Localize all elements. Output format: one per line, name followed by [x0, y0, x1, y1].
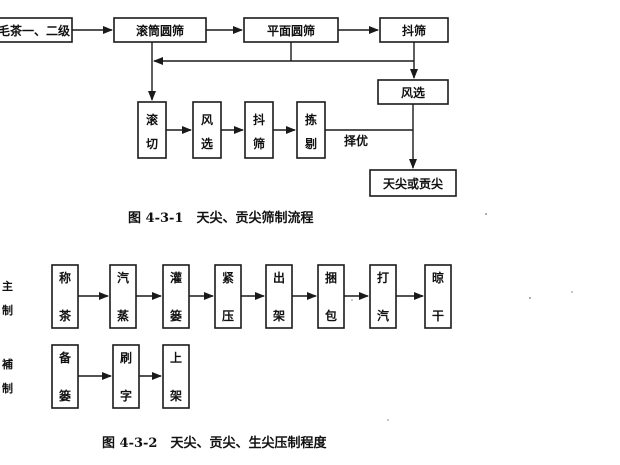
row2-box-3: [162, 344, 190, 409]
diagram2: 主 制 称 茶 汽 蒸 灌 篓 紧 压 出 架 捆 包 打 汽 晾 干: [1, 264, 452, 451]
scan-speck: [485, 213, 487, 215]
row1-side-2: 制: [2, 303, 13, 317]
row2-box-1-char-2: 篓: [59, 388, 71, 403]
row2-box-2-char-2: 字: [120, 388, 132, 403]
row1-box-8-char-2: 干: [432, 309, 444, 323]
gun-qie-char-1: 滚: [146, 112, 159, 127]
scan-speck: [387, 419, 389, 421]
gun-qie-char-2: 切: [146, 137, 158, 151]
feng-xuan-small-char-1: 风: [201, 113, 213, 127]
scan-speck: [571, 291, 573, 293]
final-box: [369, 169, 457, 197]
row1-box-2-char-2: 蒸: [117, 308, 129, 323]
row2-box-2-char-1: 刷: [120, 351, 132, 365]
dou-shai-small-box: [244, 101, 274, 159]
row1-box-3-char-1: 灌: [169, 270, 182, 285]
gun-yuan-label: 滚筒圆筛: [136, 23, 184, 38]
dou-shai-small-char-2: 筛: [253, 136, 265, 151]
feng-xuan-label: 风选: [401, 85, 425, 100]
row1-box-7-char-1: 打: [377, 270, 389, 285]
start-label: 毛茶一、二级: [0, 23, 70, 38]
row1-box-6: [317, 264, 345, 329]
row1-box-8: [424, 264, 452, 329]
row2-box-1: [51, 344, 79, 409]
row1-box-1-char-2: 茶: [58, 308, 72, 323]
scan-speck: [351, 299, 353, 301]
row1-box-4-char-1: 紧: [222, 270, 234, 285]
row2-box-2: [112, 344, 140, 409]
diagram1: 毛茶一、二级 滚筒圆筛 平面圆筛 抖筛 风选 滚 切 风 选 抖 筛: [0, 17, 457, 226]
dou-shai-small-char-1: 抖: [253, 112, 265, 127]
dou-shai-box: [379, 17, 449, 43]
caption-1: 图 4-3-1 天尖、贡尖筛制流程: [128, 210, 313, 226]
row1-box-4-char-2: 压: [222, 309, 234, 323]
jian-ti-char-1: 拣: [305, 112, 317, 127]
row2-side-1: 補: [1, 357, 13, 371]
row1-box-7-char-2: 汽: [377, 308, 389, 323]
choose-label: 择优: [344, 133, 368, 148]
caption-2: 图 4-3-2 天尖、贡尖、生尖压制程度: [102, 435, 327, 451]
row2-box-1-char-1: 备: [58, 350, 72, 365]
row1-box-3-char-2: 篓: [170, 308, 182, 323]
row1-box-6-char-2: 包: [324, 308, 337, 323]
dou-shai-label: 抖筛: [402, 23, 426, 38]
row1-box-6-char-1: 捆: [325, 270, 337, 285]
gun-qie-box: [137, 101, 167, 159]
row1-box-5-char-1: 出: [273, 270, 285, 285]
row2-side-2: 制: [2, 381, 13, 395]
gun-yuan-box: [113, 17, 207, 43]
row1-box-1-char-1: 称: [59, 270, 71, 285]
final-label: 天尖或贡尖: [383, 176, 443, 191]
feng-xuan-box: [377, 79, 449, 105]
ping-mian-label: 平面圆筛: [267, 23, 315, 38]
jian-ti-char-2: 剔: [304, 136, 317, 151]
row1-box-1: [51, 264, 79, 329]
row1-box-5-char-2: 架: [272, 308, 285, 323]
row1-box-2-char-1: 汽: [117, 270, 129, 285]
row1-side-1: 主: [2, 279, 13, 293]
feng-xuan-small-char-2: 选: [201, 136, 213, 151]
scan-speck: [529, 297, 531, 299]
row2-box-3-char-1: 上: [170, 350, 182, 365]
row1-box-8-char-1: 晾: [432, 270, 444, 285]
row1-box-7: [369, 264, 397, 329]
row2-box-3-char-2: 架: [169, 388, 182, 403]
